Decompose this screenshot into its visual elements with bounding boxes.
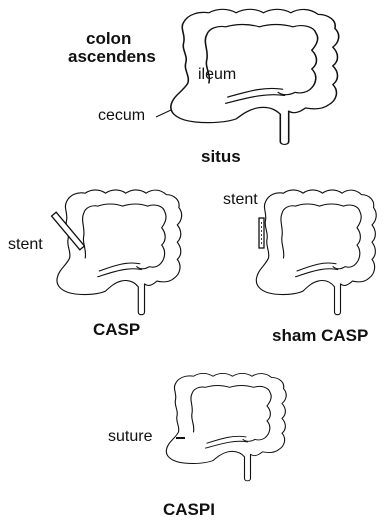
caption-sham-casp: sham CASP: [272, 327, 368, 345]
colon-caspi-illustration: [166, 373, 286, 480]
colon-sham-casp-illustration: [256, 190, 376, 315]
label-ascendens: ascendens: [68, 48, 156, 66]
stent-sham-casp: [259, 218, 264, 248]
caption-situs: situs: [201, 148, 241, 166]
colon-casp-illustration: [57, 190, 182, 315]
label-ileum: ileum: [198, 66, 236, 84]
label-colon: colon: [86, 30, 131, 48]
caption-caspi: CASPI: [163, 501, 215, 519]
label-cecum: cecum: [98, 107, 145, 125]
label-suture: suture: [108, 428, 152, 446]
cecum-pointer: [156, 110, 171, 117]
label-stent-sham: stent: [223, 191, 258, 209]
caption-casp: CASP: [93, 321, 140, 339]
label-stent-casp: stent: [8, 236, 43, 254]
colon-situs-illustration: [171, 9, 339, 144]
